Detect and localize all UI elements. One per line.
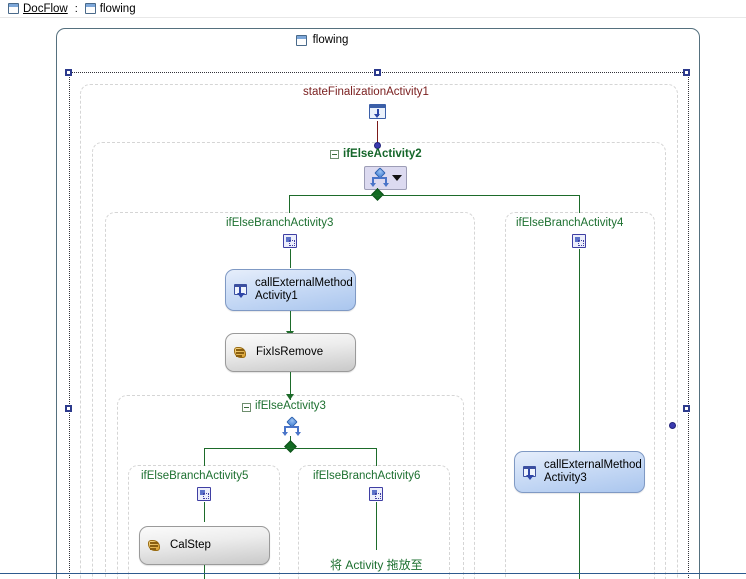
breadcrumb-root-label[interactable]: DocFlow [23,2,68,15]
root-activity-label: flowing [312,34,349,46]
connector-ifelse2-bar [289,195,580,196]
ifelse2-collapse-toggle[interactable] [330,150,339,159]
connector-branch6-down [376,502,377,550]
window-icon [295,34,307,46]
connector-to-branch6 [376,448,377,466]
activity-cal-step[interactable]: CalStep [139,526,270,565]
connector-calstep-down [204,565,205,579]
activity-label-line2: Activity1 [255,290,298,302]
arrow-down-icon [286,394,294,400]
breadcrumb-separator: : [74,2,78,15]
connector-to-branch3 [289,195,290,213]
ifelse3-collapse-toggle[interactable] [242,403,251,412]
selection-handle-top-left[interactable] [65,69,72,76]
breadcrumb-item-current[interactable]: flowing [84,2,136,15]
connector-dot-right[interactable] [669,422,676,429]
connector-dot-ifelse2[interactable] [374,142,381,149]
connector-to-branch5 [204,448,205,466]
breadcrumb-current-label[interactable]: flowing [99,2,136,15]
window-bottom-border [0,573,746,574]
branch3-label[interactable]: ifElseBranchActivity3 [226,217,334,229]
branch4-container[interactable] [505,212,655,579]
designer-canvas[interactable]: flowing stateFinalizationActivity1 ifEls… [0,18,746,579]
chevron-down-icon[interactable] [392,175,402,181]
activity-label-line1: callExternalMethod [255,277,353,289]
connector-branch5-to-calstep [204,502,205,522]
state-finalization-icon[interactable] [368,104,387,121]
window-icon [84,3,96,14]
ifelse3-label[interactable]: ifElseActivity3 [255,400,326,412]
activity-label: CalStep [170,539,211,551]
sequence-container-level-1[interactable] [80,84,678,579]
branch4-label[interactable]: ifElseBranchActivity4 [516,217,624,229]
ifelse2-icon-chip[interactable] [364,166,407,190]
selection-handle-top-right[interactable] [683,69,690,76]
breadcrumb-item-root[interactable]: DocFlow [8,3,68,15]
code-scroll-icon [233,345,249,360]
state-finalization-label[interactable]: stateFinalizationActivity1 [303,86,429,98]
connector-ifelse3-bar [204,448,376,449]
selection-handle-top-center[interactable] [374,69,381,76]
activity-label: FixIsRemove [256,346,324,358]
ifelse2-label[interactable]: ifElseActivity2 [343,148,422,160]
connector-cem3-down [579,493,580,579]
ifelse-icon [369,167,389,187]
activity-label: callExternalMethod Activity1 [255,277,353,303]
branch5-label[interactable]: ifElseBranchActivity5 [141,470,249,482]
activity-fix-is-remove[interactable]: FixIsRemove [225,333,356,372]
activity-label-line2: Activity3 [544,472,587,484]
connector-cem1-to-fix [290,311,291,337]
code-scroll-icon [147,538,163,553]
activity-label: callExternalMethod Activity3 [544,459,642,485]
call-external-method-icon [233,283,248,298]
selection-handle-middle-left[interactable] [65,405,72,412]
breadcrumb-divider [0,17,746,18]
selection-handle-middle-right[interactable] [683,405,690,412]
branch6-label[interactable]: ifElseBranchActivity6 [313,470,421,482]
connector-branch4-to-cem3 [579,249,580,451]
breadcrumb: DocFlow : flowing [0,0,746,17]
branch6-drop-hint: 将 Activity 拖放至 [330,558,423,572]
connector-fix-to-ifelse3 [290,372,291,400]
branch3-container[interactable] [105,212,475,579]
activity-label-line1: callExternalMethod [544,459,642,471]
connector-to-branch4 [579,195,580,213]
connector-line-red [377,121,378,144]
root-activity-title: flowing [0,34,644,46]
window-icon [8,3,19,14]
connector-branch3-to-cem1 [290,249,291,268]
activity-call-external-method-3[interactable]: callExternalMethod Activity3 [514,451,645,493]
activity-call-external-method-1[interactable]: callExternalMethod Activity1 [225,269,356,311]
call-external-method-icon [522,465,537,480]
branch6-container[interactable] [298,465,450,579]
